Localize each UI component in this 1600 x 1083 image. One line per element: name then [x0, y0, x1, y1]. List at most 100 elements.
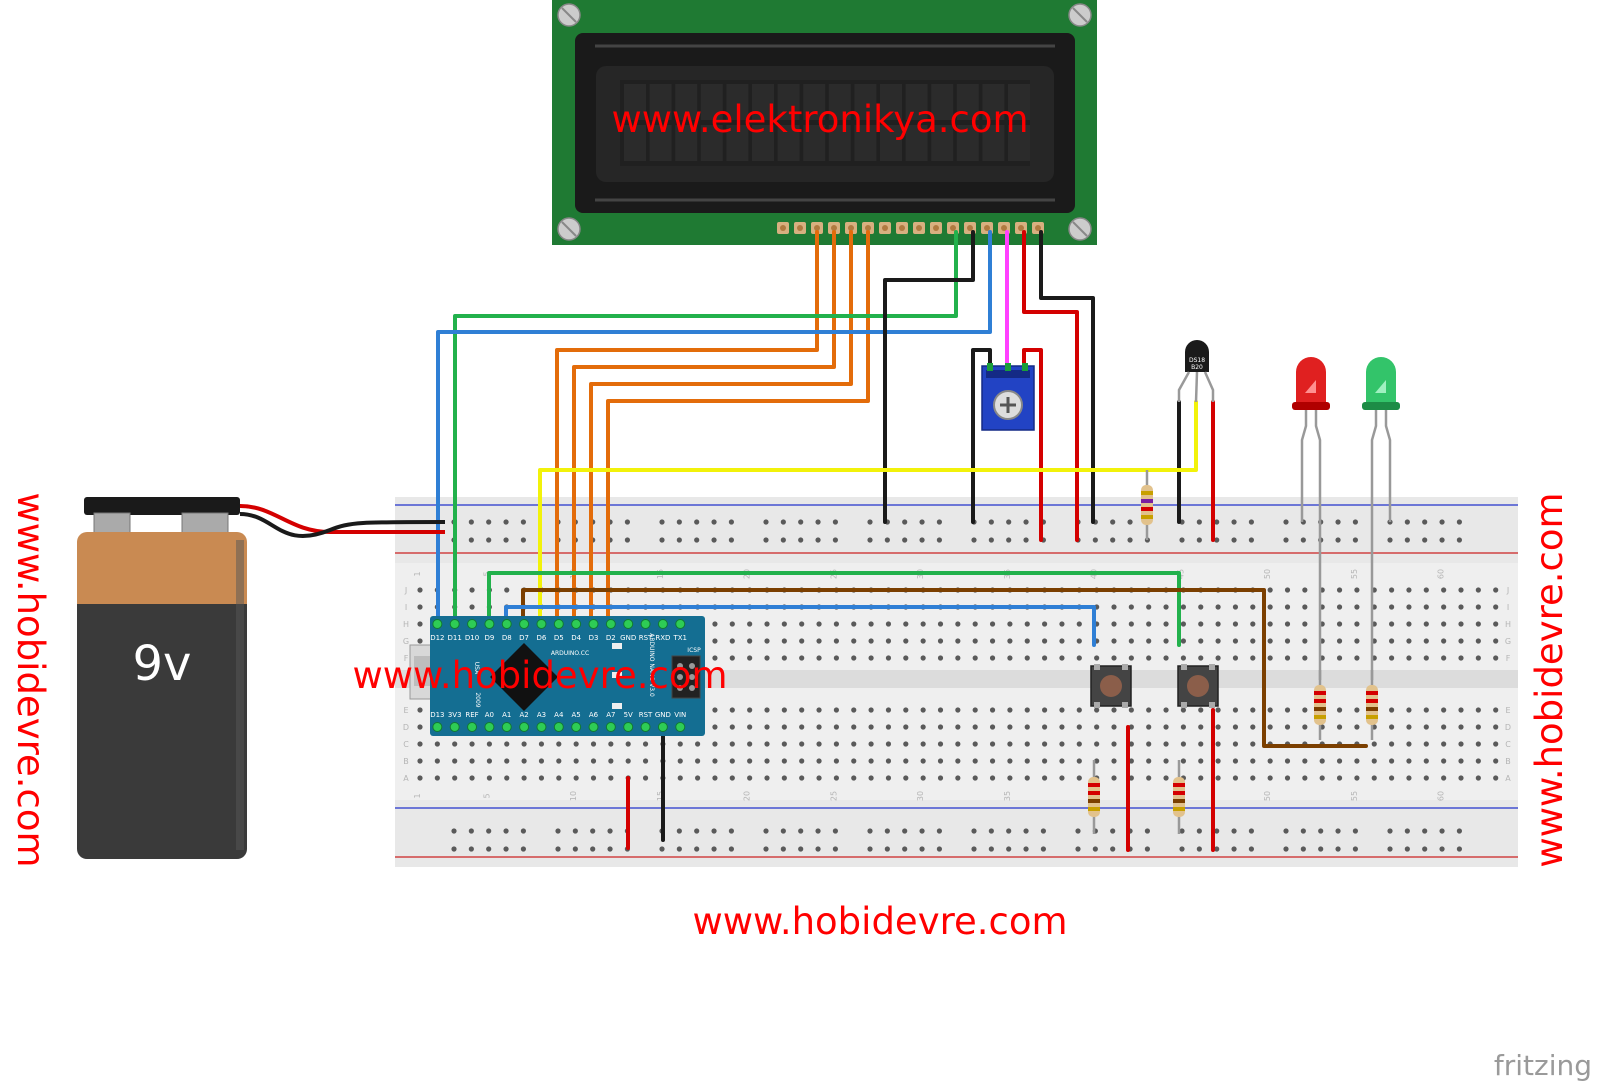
breadboard-col-number: 50: [1263, 569, 1272, 579]
arduino-top-pin-label: D12: [430, 634, 444, 642]
arduino-top-pin: [467, 619, 478, 629]
arduino-top-pin: [571, 619, 582, 629]
wire-orange-d4: [572, 230, 836, 626]
arduino-bottom-pin: [467, 722, 478, 732]
lcd-watermark-text: www.elektronikya.com: [611, 98, 1028, 141]
breadboard-row-letter: D: [403, 723, 409, 732]
wire-green-d11: [453, 230, 958, 626]
breadboard-col-number: 35: [1003, 791, 1012, 801]
right-watermark: www.hobidevre.com: [1528, 492, 1571, 867]
breadboard-col-number: 30: [916, 791, 925, 801]
arduino-top-pin: [605, 619, 616, 629]
lcd-pin-header: [777, 222, 1044, 234]
arduino-bottom-pin: [623, 722, 634, 732]
resistor: [1173, 760, 1185, 834]
wire-red-pot: [1022, 348, 1043, 542]
arduino-top-pin: [553, 619, 564, 629]
breadboard-col-number: 15: [656, 791, 665, 801]
battery: 9v: [77, 497, 446, 859]
wire-orange-d5: [555, 230, 819, 626]
arduino-usb-label: USA: [473, 662, 480, 675]
arduino-top-pin: [501, 619, 512, 629]
arduino-bottom-pin-label: A5: [572, 711, 581, 719]
fritzing-logo: fritzing: [1494, 1049, 1592, 1082]
resistor: [1366, 670, 1378, 740]
push-button-2: [1177, 664, 1219, 708]
breadboard-row-letter: G: [403, 637, 409, 646]
wire-red-lcd-a: [1022, 230, 1079, 542]
breadboard-col-number: 5: [482, 571, 491, 576]
arduino-top-pin-label: D4: [571, 634, 581, 642]
led-red: [1292, 357, 1330, 680]
wire-blue-d12: [436, 230, 992, 626]
wires: [436, 230, 1368, 852]
arduino-bottom-pin-label: A1: [502, 711, 511, 719]
arduino-model: ARDUINO NANO V3.0: [648, 633, 655, 697]
arduino-bottom-pin-label: 5V: [624, 711, 633, 719]
breadboard-col-number: 5: [482, 793, 491, 798]
breadboard-row-letter: F: [404, 654, 409, 663]
arduino-top-pin: [484, 619, 495, 629]
temperature-sensor: DS18 B20: [1177, 340, 1215, 403]
arduino-bottom-pin-label: REF: [465, 711, 478, 719]
wire-blue-button1: [504, 605, 1096, 647]
breadboard-col-number: 55: [1350, 791, 1359, 801]
wire-black-lcd-k: [1039, 230, 1095, 524]
battery-black-lead: [239, 512, 446, 538]
arduino-top-pin: [623, 619, 634, 629]
breadboard-col-number: 25: [829, 791, 838, 801]
wire-green-button2: [487, 571, 1181, 647]
resistor: [1314, 670, 1326, 740]
arduino-bottom-pin: [640, 722, 651, 732]
breadboard-row-letter: E: [403, 706, 408, 715]
arduino-top-pin-label: D3: [589, 634, 599, 642]
arduino-top-pin-label: RST: [639, 634, 653, 642]
sensor-label-top: DS18: [1189, 357, 1205, 364]
arduino-top-pin: [657, 619, 668, 629]
breadboard-row-letter: J: [404, 586, 407, 595]
sensor-label-bottom: B20: [1191, 364, 1203, 371]
arduino-top-pin: [536, 619, 547, 629]
breadboard-col-number: 1: [413, 571, 422, 576]
arduino-top-pin-label: D5: [554, 634, 564, 642]
arduino-bottom-pin: [432, 722, 443, 732]
arduino-top-pin: [675, 619, 686, 629]
potentiometer: [981, 363, 1035, 431]
push-button-1: [1090, 664, 1132, 708]
arduino-top-pin-label: RXD: [655, 634, 670, 642]
arduino-bottom-pin-label: GND: [655, 711, 671, 719]
breadboard-row-letter: F: [1506, 654, 1511, 663]
arduino-bottom-pin-label: A7: [606, 711, 615, 719]
breadboard-row-letter: J: [1506, 586, 1509, 595]
arduino-year: 2009: [474, 692, 481, 707]
arduino-top-pin-label: D11: [448, 634, 462, 642]
arduino-bottom-pin-label: 3V3: [448, 711, 462, 719]
arduino-top-pin: [519, 619, 530, 629]
arduino-icsp-label: ICSP: [687, 647, 701, 654]
breadboard-row-letter: B: [1505, 757, 1511, 766]
wire-brown-leds: [521, 588, 1368, 748]
arduino-bottom-pin: [501, 722, 512, 732]
arduino-bottom-pin-label: A4: [554, 711, 564, 719]
arduino-bottom-pin: [449, 722, 460, 732]
wire-black-lcd-gnd: [883, 230, 975, 524]
arduino-top-pin-label: D8: [502, 634, 512, 642]
breadboard-row-letter: H: [1505, 620, 1511, 629]
breadboard-row-letter: I: [1507, 603, 1509, 612]
wire-yellow-sensor-data: [538, 400, 1198, 626]
arduino-bottom-pin-label: A6: [589, 711, 599, 719]
resistors: [1088, 470, 1378, 834]
arduino-bottom-pin: [536, 722, 547, 732]
arduino-top-pin: [588, 619, 599, 629]
center-watermark: www.hobidevre.com: [352, 654, 727, 697]
breadboard-row-letter: H: [403, 620, 409, 629]
bottom-watermark: www.hobidevre.com: [692, 900, 1067, 943]
left-watermark: www.hobidevre.com: [9, 492, 52, 867]
lcd-pin: [777, 222, 789, 234]
breadboard-row-letter: C: [1505, 740, 1511, 749]
arduino-top-pin-label: GND: [620, 634, 636, 642]
lcd-module: www.elektronikya.com: [552, 0, 1097, 245]
